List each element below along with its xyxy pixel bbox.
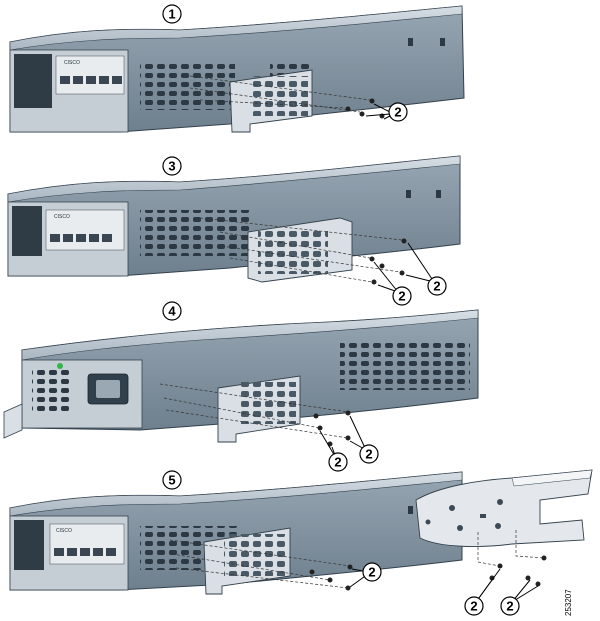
step-3-group: 3 CISCO [7,155,461,306]
rear-ear-4 [3,403,23,439]
callout-5a-label: 2 [368,565,375,580]
screws-5 [309,564,353,591]
step-3-marker [162,156,182,176]
step-1-marker [162,4,182,24]
callout-5b-label: 2 [470,599,477,614]
bracket-vents-5 [224,534,286,576]
slot-1a [408,38,413,46]
status-led-4 [57,363,63,369]
callout-3b-label: 2 [433,279,440,294]
leader-lines-4 [319,415,367,459]
bracket-vents-3 [258,228,328,274]
brand-label-3: CISCO [54,214,70,220]
callout-3a [392,286,412,306]
callout-4b [359,444,379,464]
fan-grille-4 [32,368,70,412]
ethernet-ports-5 [54,548,116,556]
bracket-vents-1 [252,76,308,116]
screws-4 [313,410,351,447]
step-5-marker [162,470,182,490]
rail-screw-guides [477,530,545,567]
rail-holes [425,499,503,531]
step-4-group: 4 2 2 [3,301,479,472]
switch-top-1 [9,5,463,51]
callout-1a [388,102,408,122]
step-4-number: 4 [168,304,176,319]
slot-1b [440,38,445,46]
port-block-3 [45,209,125,251]
slot-3a [406,190,411,198]
vent-holes-4 [340,340,470,390]
screw-guides-3 [199,217,403,283]
step-1-group: 1 CISCO [9,4,465,133]
step-4-marker [162,301,182,321]
callout-5c-label: 2 [506,599,513,614]
callout-5b [464,596,484,616]
rail-top-edge [511,469,593,487]
callout-1a-label: 2 [394,105,401,120]
sfp-module-1 [14,54,52,108]
vent-holes-3 [140,210,250,256]
brand-label-1: CISCO [64,60,80,66]
screw-guides-1 [189,75,371,113]
callout-4b-label: 2 [365,447,372,462]
callout-5a [362,562,382,582]
callout-3a-label: 2 [398,289,405,304]
step-5-group: 5 CISCO 2 [9,469,593,616]
callout-5c [500,596,520,616]
sfp-module-5 [14,520,44,570]
callout-4a-label: 2 [334,455,341,470]
ethernet-ports-1 [60,76,122,84]
slot-5a [408,506,413,514]
port-block-1 [55,55,125,95]
figure-id: 253207 [564,589,573,616]
callout-4a [328,452,348,472]
bracket-vents-4 [238,382,296,424]
slot-3b [436,190,441,198]
port-block-5 [49,523,125,565]
step-3-number: 3 [168,159,175,174]
screw-guides-5 [169,539,351,589]
leader-lines-1 [365,103,391,120]
brand-label-5: CISCO [56,528,72,534]
screw-guides-4 [159,383,349,439]
ethernet-ports-3 [50,234,112,242]
callout-3b [427,276,447,296]
step-1-number: 1 [168,7,175,22]
vent-holes-1 [140,60,235,110]
switch-top-5 [9,471,463,517]
switch-top-3 [7,155,461,203]
step-5-number: 5 [168,473,175,488]
switch-top-4 [21,309,479,361]
rail-screws [489,555,547,587]
screws-3 [369,238,407,285]
sfp-module-3 [12,206,42,256]
power-socket-4 [96,380,120,398]
